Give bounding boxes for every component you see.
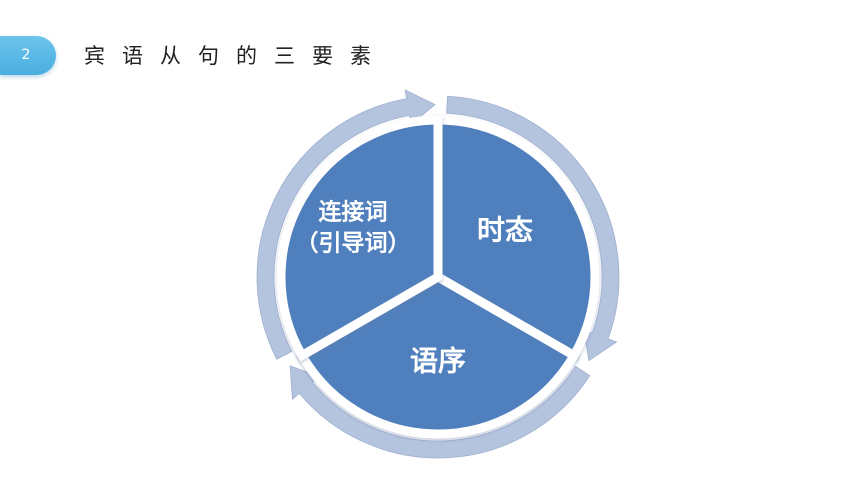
cycle-arrow-2 — [289, 365, 591, 459]
segment-label-2-line-1: 语序 — [410, 345, 466, 378]
cycle-arrow-1 — [446, 95, 620, 362]
slide-title: 宾语从句的三要素 — [84, 44, 388, 68]
segment-label-3-line-1: 连接词 — [319, 198, 388, 225]
segment-label-1-line-1: 时态 — [477, 214, 533, 247]
segment-label-3-line-2: （引导词） — [296, 230, 411, 257]
page-number-badge: 2 — [0, 36, 56, 75]
cycle-segments — [276, 115, 600, 439]
cycle-segment-3 — [276, 115, 443, 362]
